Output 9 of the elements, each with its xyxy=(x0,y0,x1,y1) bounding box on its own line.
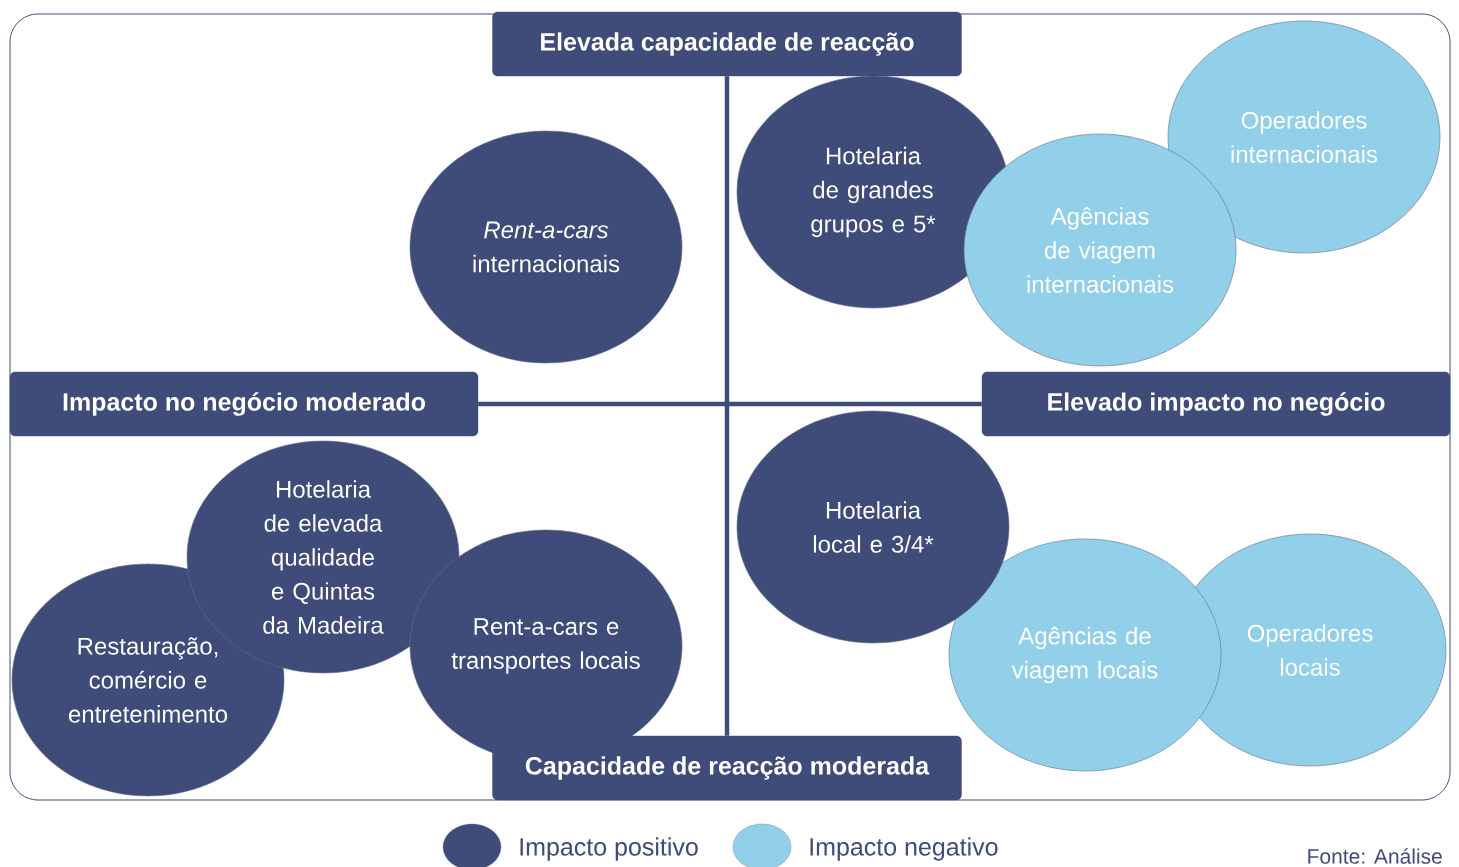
legend-label: Impacto negativo xyxy=(810,837,998,861)
axis-label-box: Impacto no negócio moderado xyxy=(9,371,479,437)
axis-line xyxy=(724,76,730,736)
source-note: Fonte: Análise xyxy=(1308,848,1442,864)
legend-label: Impacto positivo xyxy=(520,837,698,861)
axis-label-box: Elevado impacto no negócio xyxy=(981,371,1451,437)
axis-label-box: Elevada capacidade de reacção xyxy=(492,11,962,77)
axis-line xyxy=(478,401,982,407)
axis-label-box: Capacidade de reacção moderada xyxy=(492,735,962,801)
